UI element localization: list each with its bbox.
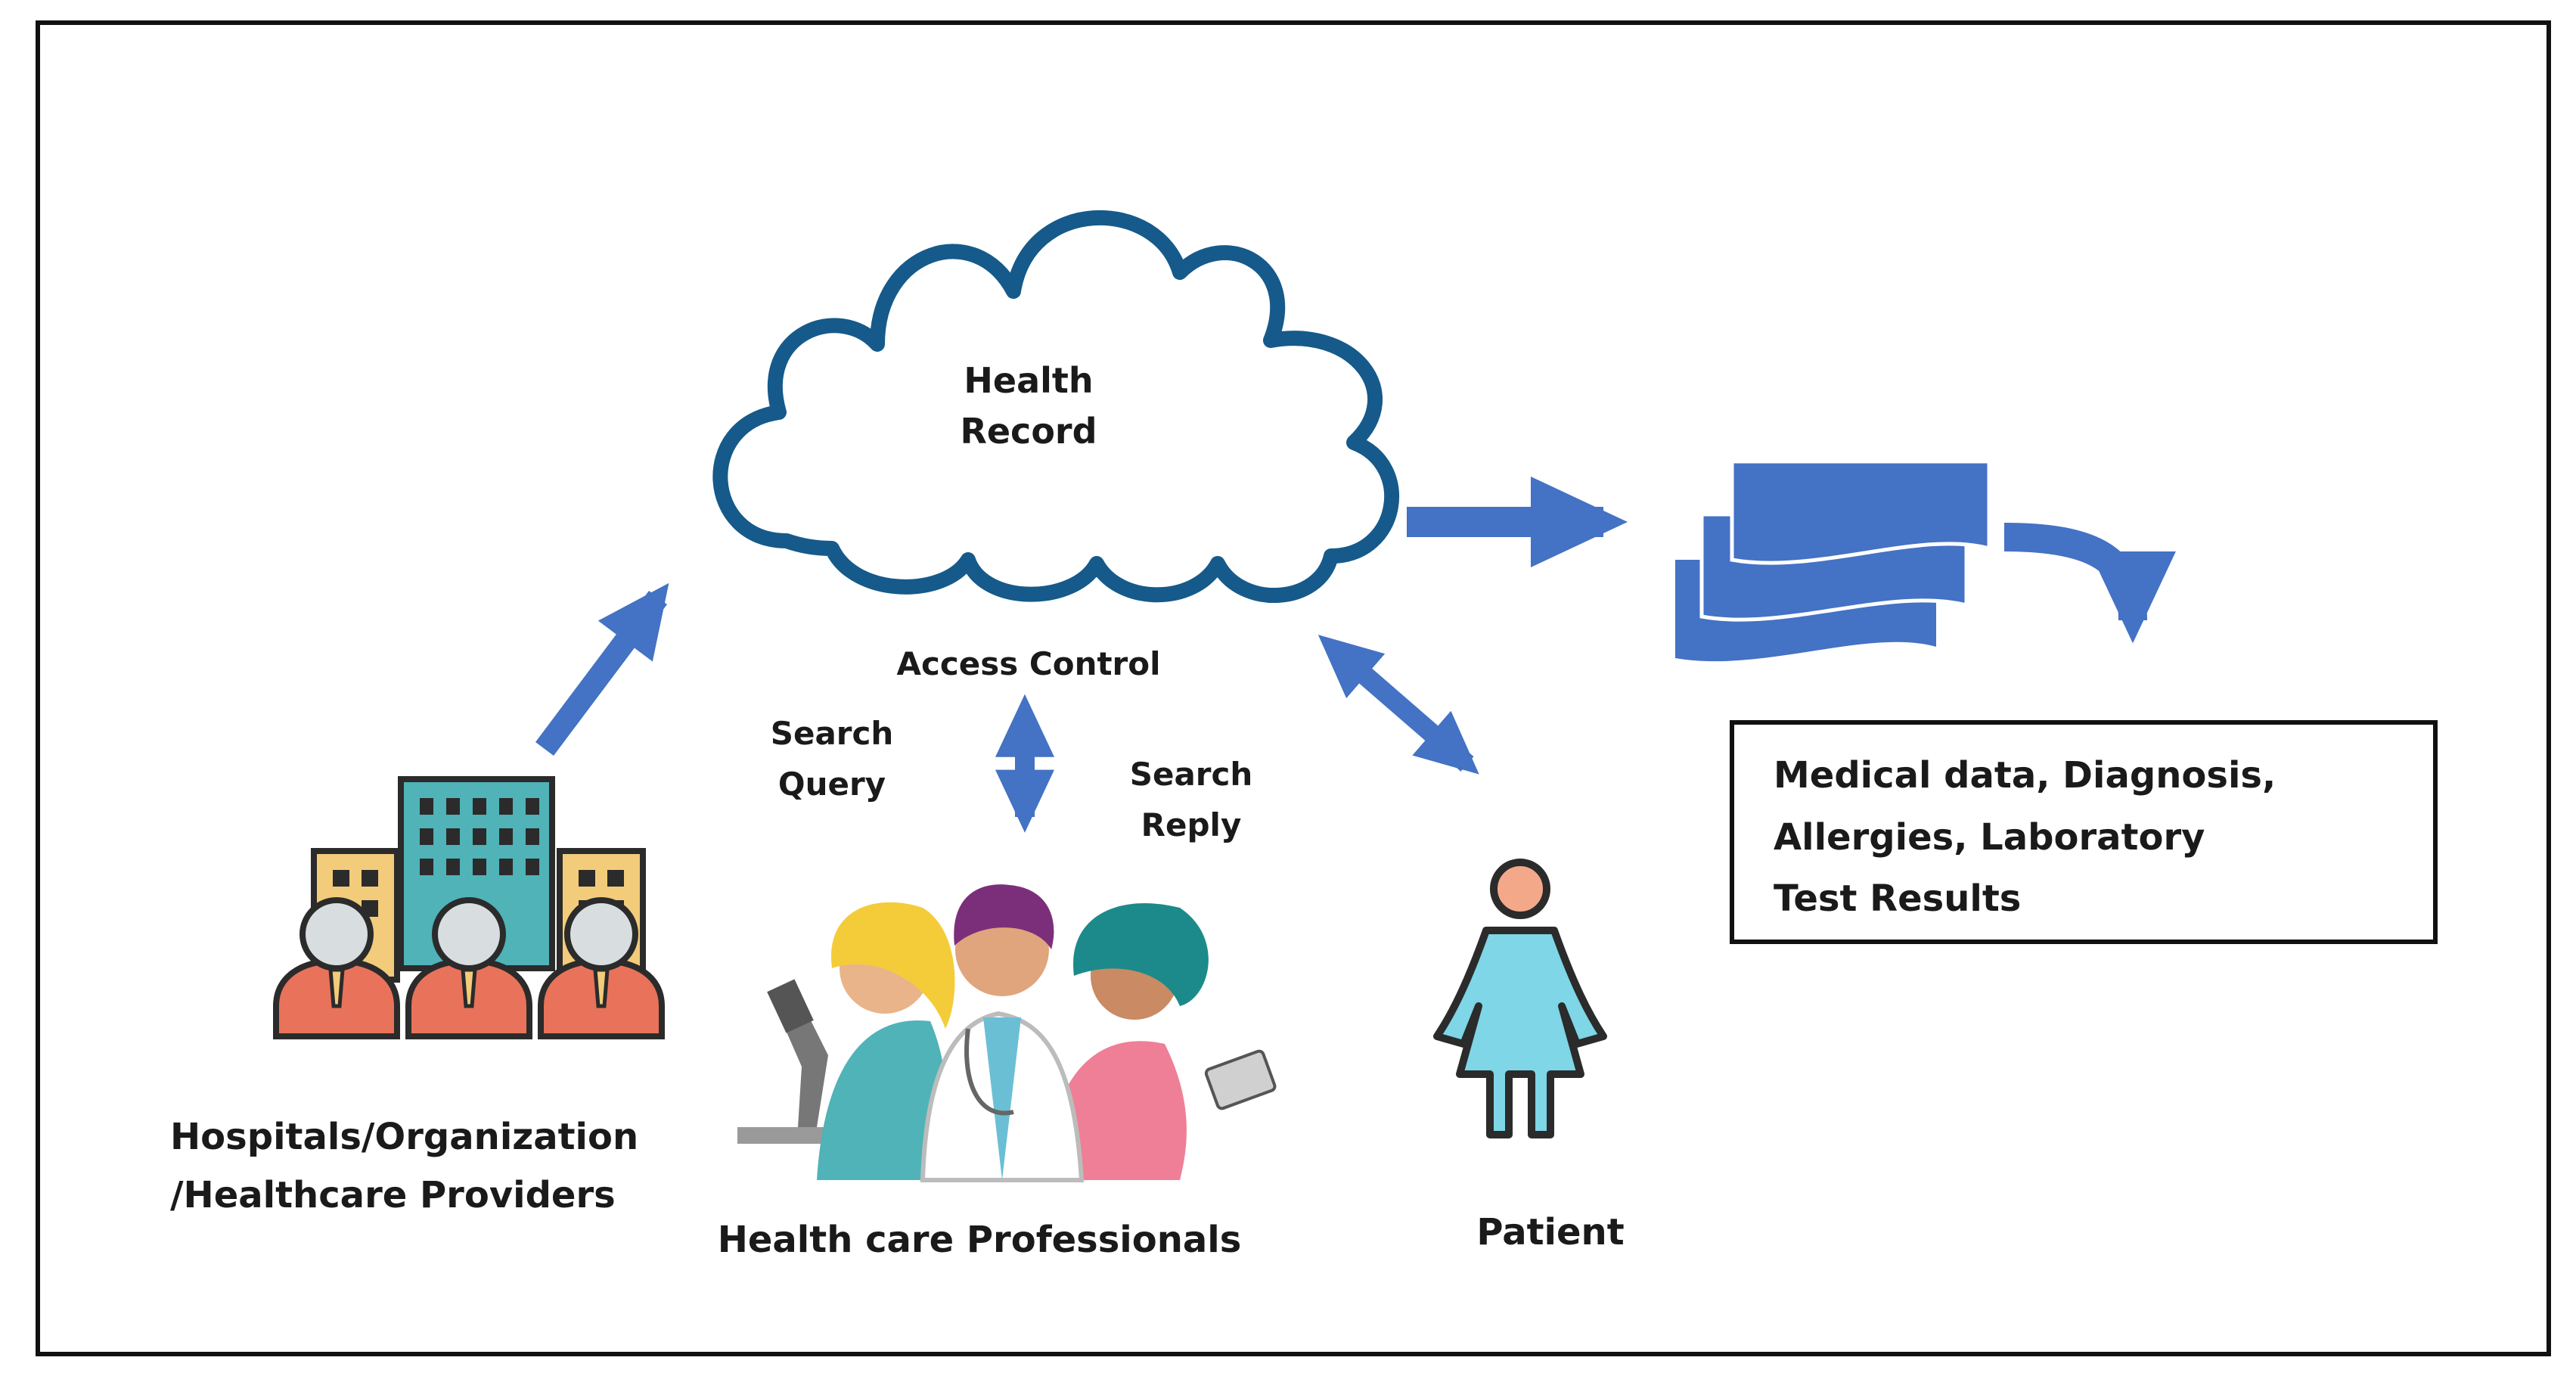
result-box-text: Medical data, Diagnosis, Allergies, Labo…: [1774, 754, 2277, 921]
arrow-cloud-patient: [1317, 635, 1479, 775]
cloud-icon: [712, 210, 1400, 603]
documents-icon: [1675, 459, 1991, 662]
search-reply-label: Search Reply: [1129, 756, 1253, 844]
hospital-building-icon: [273, 776, 665, 1039]
healthcare-professionals-icon: [737, 884, 1277, 1182]
access-control-label: Access Control: [896, 645, 1161, 682]
arrow-hospitals-to-cloud: [535, 582, 669, 756]
patient-label: Patient: [1476, 1211, 1625, 1253]
professionals-label: Health care Professionals: [717, 1219, 1242, 1261]
hospitals-label: Hospitals/Organization /Healthcare Provi…: [170, 1116, 639, 1216]
result-box: [1730, 720, 2438, 944]
outer-frame: [36, 20, 2551, 1356]
arrow-documents-to-result: [2003, 523, 2176, 644]
cloud-title: Health Record: [960, 360, 1097, 452]
search-query-label: Search Query: [770, 715, 894, 803]
patient-icon: [1433, 859, 1607, 1138]
